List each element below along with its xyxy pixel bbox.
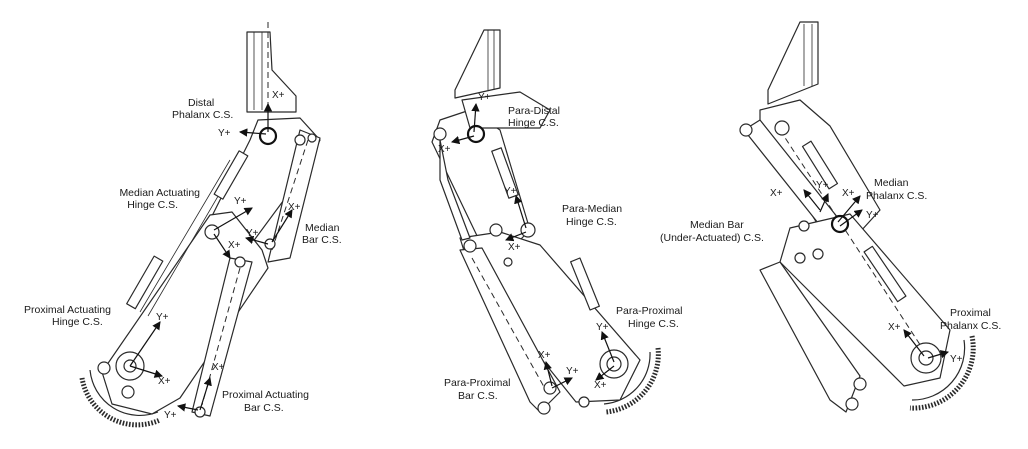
right-gear-sector [909,335,976,411]
left-distal-label-1: Distal [188,97,214,109]
svg-text:Y+: Y+ [566,366,579,377]
middle-para-median-label-1: Para-Median [562,203,622,215]
right-median-phalanx-label-2: Phalanx C.S. [866,190,927,202]
left-proximal-actuating-hinge-label-1: Proximal Actuating [24,304,111,316]
middle-para-distal-pin [466,124,486,144]
middle-para-proximal-bar [459,247,561,413]
svg-text:Y+: Y+ [164,410,177,421]
svg-text:X+: X+ [438,144,451,155]
svg-text:Y+: Y+ [246,228,259,239]
right-median-bar-label-2: (Under-Actuated) C.S. [660,232,764,244]
left-proximal-bar-label-1: Proximal Actuating [222,389,309,401]
middle-gear-sector [605,347,661,415]
svg-text:Y+: Y+ [950,354,963,365]
left-distal-bracket [246,31,297,113]
right-top-bracket [767,21,819,105]
left-gear-sector [79,377,162,428]
svg-text:X+: X+ [888,322,901,333]
middle-para-median-pin [520,222,536,238]
left-view: Distal Phalanx C.S. X+ Y+ Median Actuati… [24,22,342,428]
svg-text:X+: X+ [158,376,171,387]
middle-para-proximal-bar-label-1: Para-Proximal [444,377,511,389]
left-median-actuating-label-1: Median Actuating [119,187,200,199]
svg-text:X+: X+ [288,202,301,213]
left-median-actuating-label-2: Hinge C.S. [127,199,178,211]
svg-text:X+: X+ [842,188,855,199]
left-distal-label-2: Phalanx C.S. [172,109,233,121]
left-proximal-phalanx [101,211,269,415]
left-proximal-actuating-hinge-label-2: Hinge C.S. [52,316,103,328]
svg-text:X+: X+ [594,380,607,391]
svg-text:X+: X+ [272,90,285,101]
right-median-bar-label-1: Median Bar [690,219,744,231]
right-view: Median Phalanx C.S. Y+ X+ Median Bar (Un… [660,21,1001,413]
svg-text:X+: X+ [770,188,783,199]
svg-text:Y+: Y+ [218,128,231,139]
left-median-bar-label-2: Bar C.S. [302,234,342,246]
left-median-bar-label-1: Median [305,222,340,234]
middle-para-distal-label-2: Hinge C.S. [508,117,559,129]
middle-view: Para-Distal Hinge C.S. Y+ X+ Para-Median… [431,29,683,415]
right-proximal-phalanx-label-1: Proximal [950,307,991,319]
middle-top-bracket [454,29,501,99]
middle-para-proximal-hinge-label-2: Hinge C.S. [628,318,679,330]
right-median-phalanx-pin [830,214,850,234]
svg-text:X+: X+ [228,240,241,251]
svg-text:Y+: Y+ [596,322,609,333]
middle-para-proximal-bar-label-2: Bar C.S. [458,390,498,402]
left-median-hinge-pin [204,224,220,240]
right-proximal-phalanx-label-2: Phalanx C.S. [940,320,1001,332]
middle-upper-plate [461,91,551,129]
svg-text:Y+: Y+ [156,312,169,323]
svg-text:Y+: Y+ [866,210,879,221]
svg-text:Y+: Y+ [478,92,491,103]
left-distal-y-arrow [238,128,267,137]
svg-text:Y+: Y+ [816,180,829,191]
right-median-phalanx-label-1: Median [874,177,909,189]
left-proximal-bar-label-2: Bar C.S. [244,402,284,414]
middle-para-proximal-hinge-label-1: Para-Proximal [616,305,683,317]
svg-text:Y+: Y+ [234,196,247,207]
middle-para-distal-label-1: Para-Distal [508,105,560,117]
svg-text:X+: X+ [212,362,225,373]
middle-para-median-label-2: Hinge C.S. [566,216,617,228]
svg-text:Y+: Y+ [504,186,517,197]
svg-text:X+: X+ [508,242,521,253]
svg-text:X+: X+ [538,350,551,361]
